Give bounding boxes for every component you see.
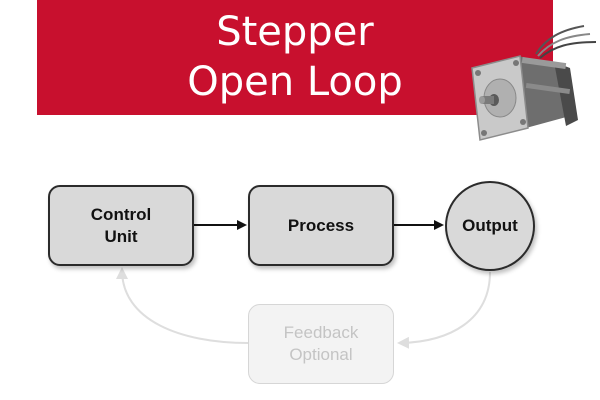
feedback-arrow-feedback-to-control — [116, 267, 249, 344]
output-label: Output — [462, 216, 518, 235]
title-line-2: Open Loop — [187, 59, 403, 105]
process-box: Process — [248, 185, 394, 266]
output-circle: Output — [445, 181, 535, 271]
feedback-label-line1: Feedback — [283, 323, 359, 342]
process-label: Process — [287, 215, 355, 235]
control-unit-label-line1: Control — [90, 204, 152, 224]
title-banner — [37, 0, 553, 115]
title-line-1: Stepper — [216, 9, 374, 55]
feedback-optional-box: Feedback Optional — [248, 304, 394, 384]
control-unit-box: Control Unit — [48, 185, 194, 266]
stepper-motor-icon — [471, 25, 597, 141]
feedback-arrow-output-to-feedback — [397, 271, 491, 349]
control-unit-label-line2: Unit — [104, 226, 138, 246]
feedback-label-line2: Optional — [289, 345, 353, 364]
